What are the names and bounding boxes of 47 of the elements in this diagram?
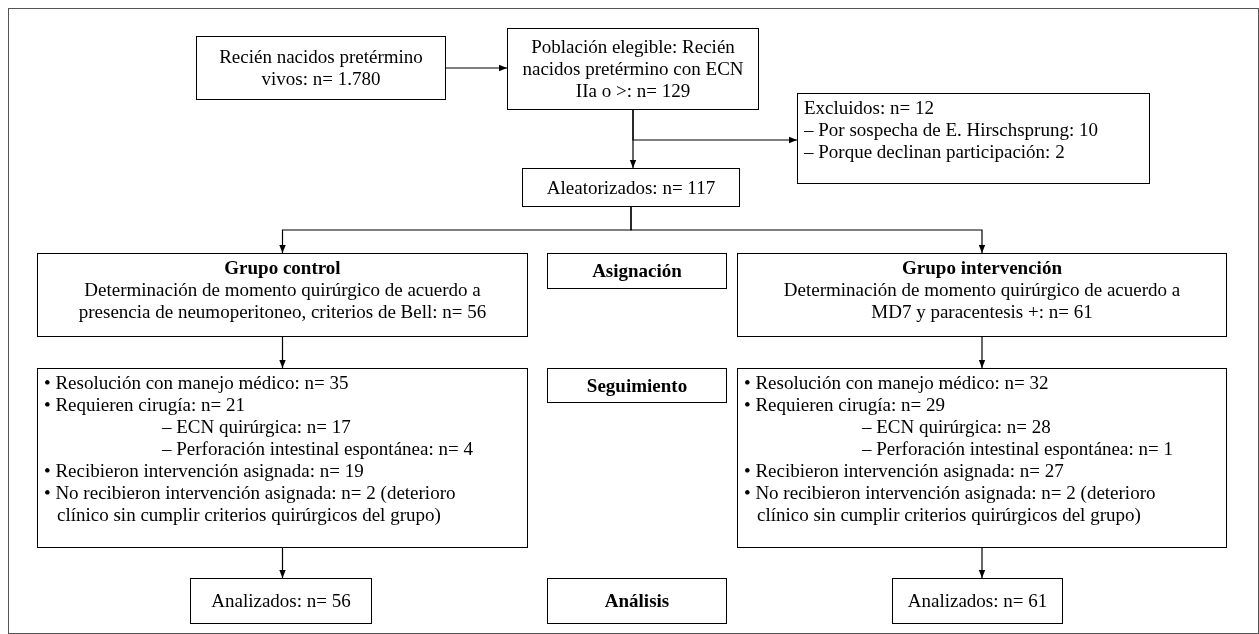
box-text: Recién nacidos pretérmino vivos: n= 1.780 (218, 46, 424, 90)
list-item: • Recibieron intervención asignada: n= 19 (44, 460, 365, 482)
list-item: – ECN quirúrgica: n= 28 (861, 416, 1052, 438)
group-box (37, 253, 528, 337)
list-item: – Perforación intestinal espontánea: n= 1 (861, 438, 1174, 460)
heading-text: Seguimiento (586, 374, 688, 397)
list-item: • Requieren cirugía: n= 21 (44, 394, 246, 416)
heading-text: Grupo intervención (901, 257, 1063, 279)
list-item: – ECN quirúrgica: n= 17 (161, 416, 352, 438)
box-text: Excluidos: n= 12 (804, 97, 935, 119)
list-item: • No recibieron intervención asignada: n= 2 (deterioro clínico sin cumplir criterios quirúrgicos del grupo) (744, 482, 1157, 526)
list-item: • Recibieron intervención asignada: n= 27 (744, 460, 1065, 482)
arrow (978, 547, 986, 579)
process-box (196, 36, 446, 100)
arrow (445, 64, 508, 72)
box-text: Analizados: n= 56 (211, 590, 351, 612)
stage-label-box (547, 368, 727, 403)
list-item: • Requieren cirugía: n= 29 (744, 394, 946, 416)
box-text: Determinación de momento quirúrgico de acuerdo a presencia de neumoperitoneo, criterios de Bell: n= 56 (77, 279, 488, 323)
follow-up-box (37, 368, 528, 548)
heading-text: Asignación (592, 260, 682, 282)
process-box (190, 578, 372, 624)
process-box (522, 168, 740, 207)
process-box (892, 578, 1063, 624)
list-item: • Resolución con manejo médico: n= 32 (744, 372, 1050, 394)
stage-label-box (547, 578, 727, 624)
box-text: Población elegible: Recién nacidos pretérmino con ECN IIa o >: n= 129 (522, 36, 744, 102)
group-box (737, 253, 1227, 337)
arrow (630, 206, 986, 254)
box-text: – Porque declinan participación: 2 (804, 141, 1066, 163)
heading-text: Análisis (604, 590, 670, 612)
follow-up-box (737, 368, 1227, 548)
arrow (978, 336, 986, 369)
box-text: Analizados: n= 61 (907, 590, 1048, 612)
box-text: Aleatorizados: n= 117 (546, 176, 716, 199)
arrow (632, 109, 798, 144)
arrow (279, 336, 286, 369)
stage-label-box (547, 253, 727, 289)
list-item: • Resolución con manejo médico: n= 35 (44, 372, 350, 394)
list-item: • No recibieron intervención asignada: n= 2 (deterioro clínico sin cumplir criterios quirúrgicos del grupo) (44, 482, 457, 526)
heading-text: Grupo control (223, 257, 342, 279)
arrow (279, 547, 286, 579)
box-text: – Por sospecha de E. Hirschsprung: 10 (804, 119, 1099, 141)
list-item: – Perforación intestinal espontánea: n= 4 (161, 438, 474, 460)
process-box (507, 28, 759, 110)
exclusion-box (797, 93, 1150, 184)
box-text: Determinación de momento quirúrgico de acuerdo a MD7 y paracentesis +: n= 61 (782, 279, 1182, 323)
